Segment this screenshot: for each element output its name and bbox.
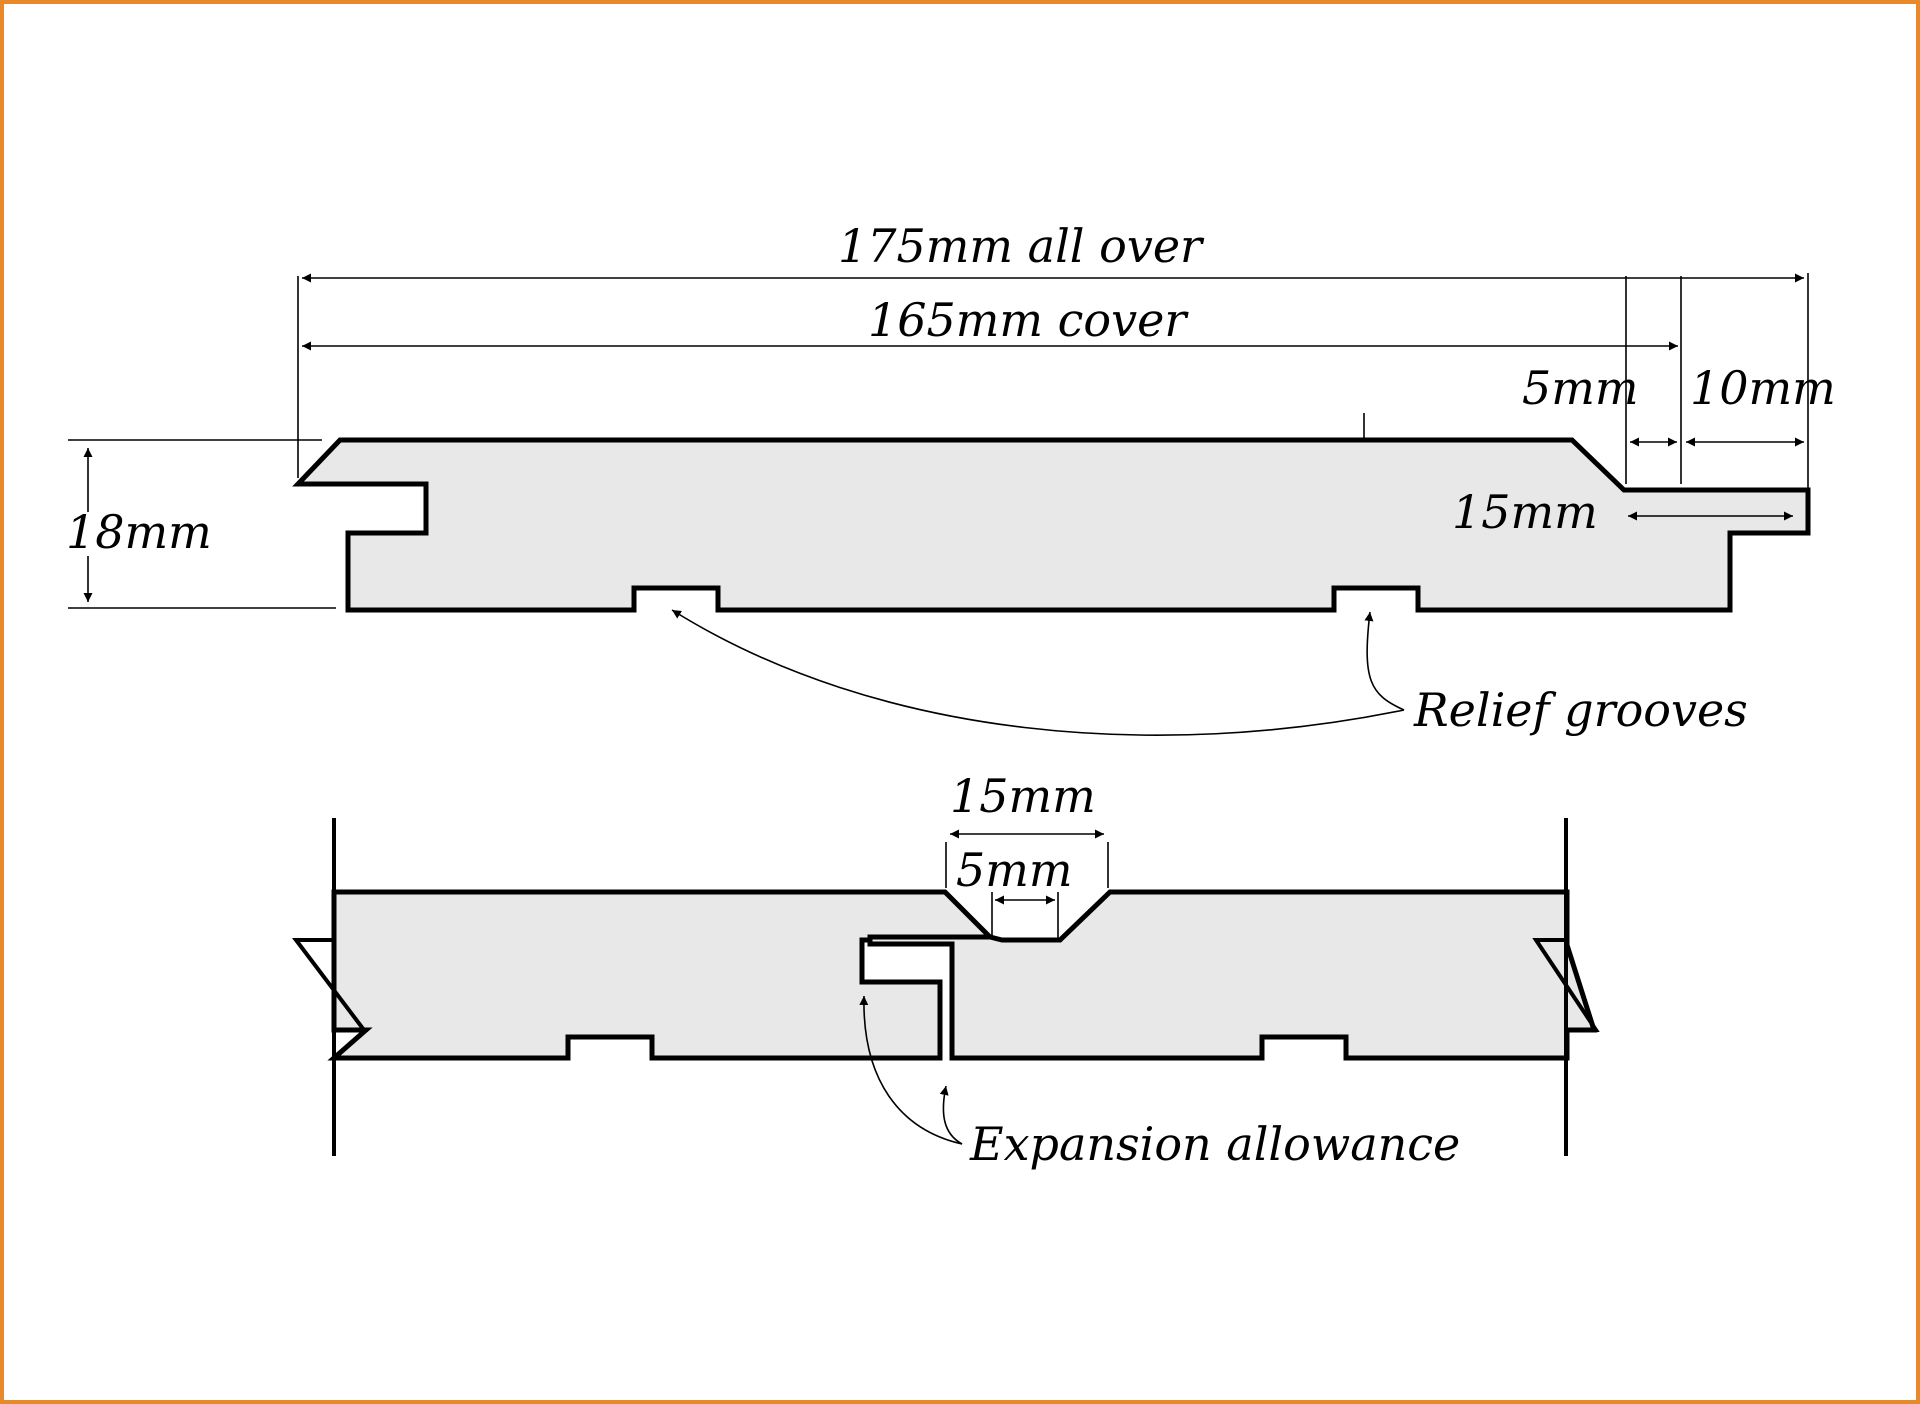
left-break-mark (291, 938, 369, 1032)
cover-width-label: 165mm cover (868, 293, 1189, 347)
joint-15mm-label: 15mm (950, 769, 1096, 823)
thickness-label: 18mm (66, 505, 212, 559)
floorboard-diagram: 175mm all over 165mm cover 5mm 10mm 15mm… (66, 219, 1836, 1171)
gap-10mm-label: 10mm (1690, 361, 1836, 415)
dimension-thickness: 18mm (66, 448, 212, 602)
board-joint-assembly (291, 818, 1600, 1156)
relief-leader-right (1364, 611, 1405, 711)
expansion-label: Expansion allowance (969, 1117, 1460, 1171)
overall-width-label: 175mm all over (838, 219, 1205, 273)
dimension-cover: 165mm cover (302, 293, 1678, 351)
tongue-15mm-label: 15mm (1452, 485, 1598, 539)
dimension-tongue: 15mm (1452, 485, 1793, 539)
relief-leader-left (671, 609, 1405, 736)
expansion-callout: Expansion allowance (859, 995, 1460, 1171)
gap-5mm-label: 5mm (1522, 361, 1639, 415)
expansion-leader-left (859, 995, 963, 1145)
expansion-leader-right (939, 1085, 963, 1145)
dimension-overall: 175mm all over (302, 219, 1804, 283)
right-board-outline (867, 889, 1598, 1061)
relief-grooves-label: Relief grooves (1413, 683, 1748, 737)
right-break-mark (1532, 938, 1600, 1032)
relief-grooves-callout: Relief grooves (671, 609, 1748, 737)
dimension-joint-15mm: 15mm (945, 769, 1109, 888)
extension-lines-top (68, 273, 1809, 609)
dimension-joint-5mm: 5mm (956, 843, 1073, 938)
dimension-edge-gaps: 5mm 10mm (1522, 361, 1836, 447)
left-board-outline (327, 889, 993, 1061)
joint-5mm-label: 5mm (956, 843, 1073, 897)
